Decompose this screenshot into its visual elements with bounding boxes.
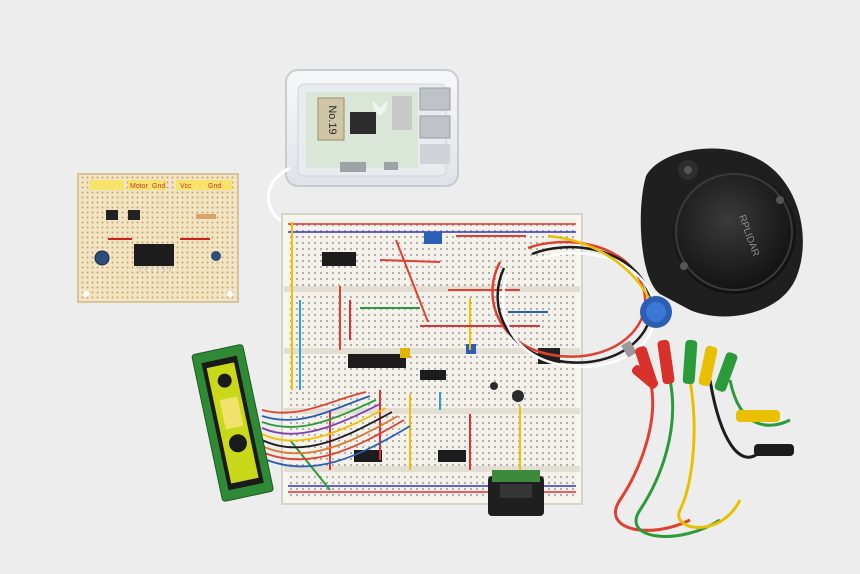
perfboard: Motor Gnd Vcc Gnd <box>77 173 239 303</box>
perfboard-label-motor: Motor <box>130 183 149 190</box>
rplidar: RPLIDAR <box>640 148 803 317</box>
perfboard-label-vcc: Vcc <box>180 183 192 190</box>
perfboard-label-gnd-2: Gnd <box>208 183 221 190</box>
potentiometer <box>621 296 672 358</box>
lcd-module <box>191 344 274 502</box>
perfboard-label-gnd: Gnd <box>152 183 165 190</box>
breadboard <box>261 213 583 516</box>
raspberry-pi-case: No.19 <box>285 69 459 187</box>
raspberry-pi-label: No.19 <box>326 105 338 134</box>
alligator-clips <box>613 339 794 538</box>
